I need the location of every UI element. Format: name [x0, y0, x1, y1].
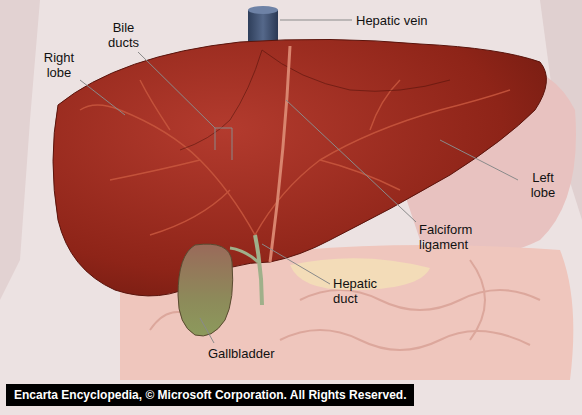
- part-label: Left lobe: [520, 170, 566, 200]
- part-label: Falciform ligament: [419, 222, 499, 252]
- copyright-watermark: Encarta Encyclopedia, © Microsoft Corpor…: [6, 384, 414, 406]
- part-label: Bile ducts: [101, 20, 146, 50]
- part-label: Right lobe: [36, 50, 82, 80]
- part-label: Hepatic duct: [333, 276, 393, 306]
- part-label: Gallbladder: [208, 346, 275, 361]
- part-label: Hepatic vein: [356, 13, 428, 28]
